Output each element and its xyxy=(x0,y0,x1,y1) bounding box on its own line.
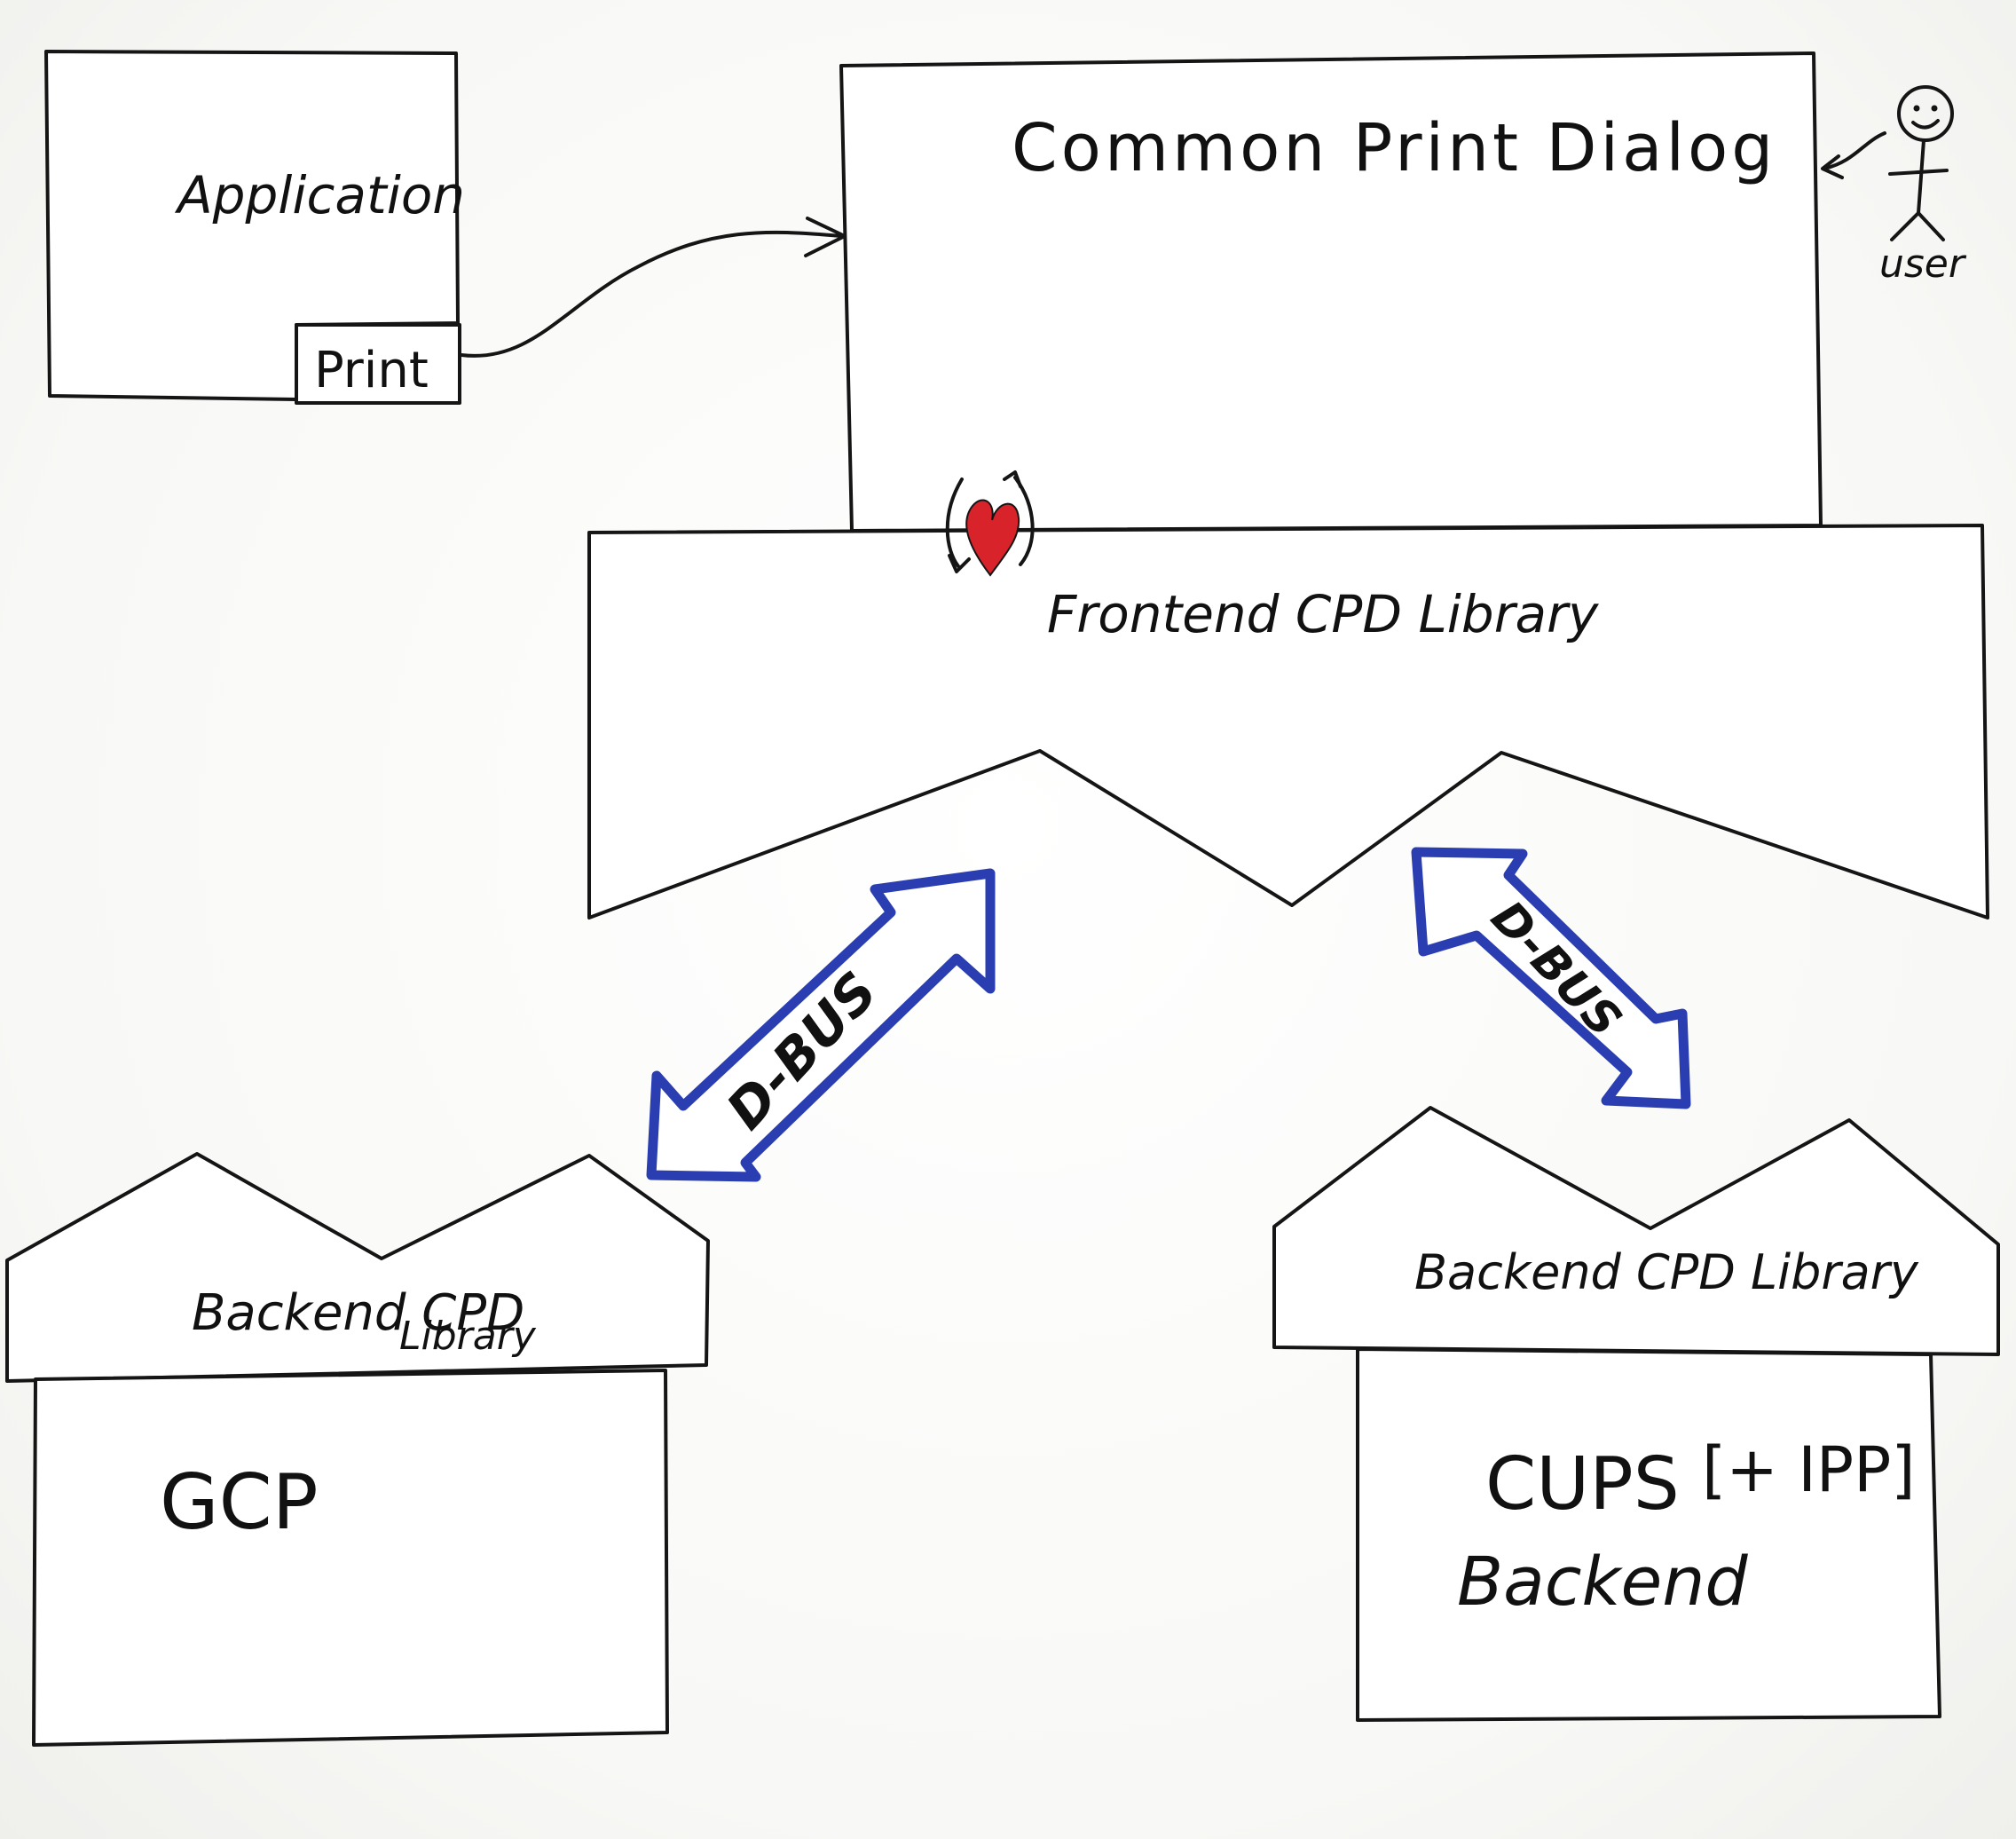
dbus-arrow-right xyxy=(1411,847,1691,1109)
application-box: Application xyxy=(44,50,465,401)
gcp-label: GCP xyxy=(160,1458,319,1547)
dbus-arrow-left xyxy=(646,868,996,1182)
dialog-title: Common Print Dialog xyxy=(1012,110,1776,186)
backend-right-library-label: Backend CPD Library xyxy=(1414,1244,1919,1300)
user-head xyxy=(1897,85,1954,142)
print-button[interactable]: Print xyxy=(295,323,461,405)
cups-backend-box: CUPS [+ IPP] Backend xyxy=(1356,1347,1941,1722)
print-button-label: Print xyxy=(314,342,429,399)
heart-icon xyxy=(945,470,1035,577)
user-label: user xyxy=(1879,241,1967,287)
dbus-connection-right: D-BUS xyxy=(1411,847,1691,1109)
frontend-library-box: Frontend CPD Library xyxy=(587,524,1989,920)
dbus-connection-left: D-BUS xyxy=(646,868,996,1182)
common-print-dialog-box: Common Print Dialog xyxy=(839,51,1823,533)
application-title: Application xyxy=(174,165,465,225)
frontend-library-title: Frontend CPD Library xyxy=(1047,584,1599,644)
cups-label: CUPS xyxy=(1485,1442,1680,1527)
print-to-dialog-arrow xyxy=(460,217,847,358)
backend-library-right: Backend CPD Library xyxy=(1272,1106,2000,1356)
backend-library-left: Backend CPD Library xyxy=(5,1152,710,1383)
user-figure: user xyxy=(1821,85,1967,287)
gcp-backend-box: GCP xyxy=(32,1369,669,1747)
backend-left-library-line1: Backend CPD xyxy=(192,1284,524,1342)
backend-left-library-line2: Library xyxy=(399,1314,537,1359)
cups-ipp-label: [+ IPP] xyxy=(1702,1433,1916,1506)
cups-backend-label: Backend xyxy=(1457,1542,1748,1621)
